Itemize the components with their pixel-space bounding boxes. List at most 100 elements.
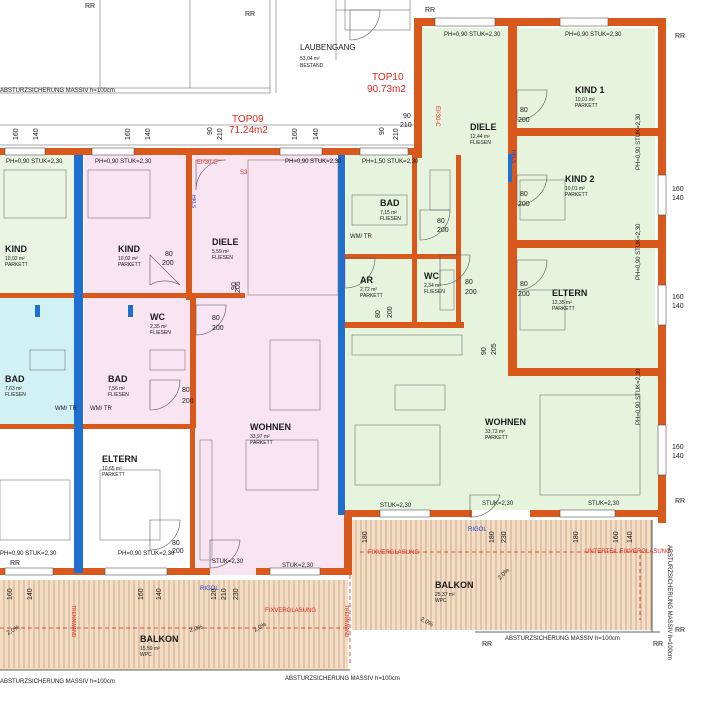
- room-floor: PARKETT: [360, 293, 383, 299]
- windows-top: [4, 17, 667, 576]
- room-area: 25,37 m²: [435, 592, 455, 598]
- fixverglasung-label: FIXVERGLASUNG: [265, 608, 316, 614]
- room-name: BAD: [5, 374, 25, 384]
- room-area: 10,01 m²: [575, 97, 595, 103]
- door-swing: [516, 89, 548, 121]
- dimension-value: 160: [672, 186, 684, 193]
- door-swing: [149, 379, 181, 411]
- dimension-value: 90: [481, 347, 488, 355]
- laubengang-name: LAUBENGANG: [300, 43, 356, 52]
- door-swing: [439, 254, 471, 286]
- door-swing: [195, 159, 227, 191]
- dimension-value: 230: [233, 588, 240, 600]
- room-floor: WPC: [140, 652, 152, 658]
- room-floor: FLIESEN: [5, 392, 26, 398]
- dimension-value: 210: [217, 128, 224, 140]
- dimension-value: 140: [672, 195, 684, 202]
- dimension-value: 210: [221, 588, 228, 600]
- door-swing: [344, 257, 376, 289]
- room-area: 12,35 m²: [552, 300, 572, 306]
- rr-label: RR: [653, 641, 663, 648]
- unit-area-top09: 71.24m2: [229, 125, 268, 136]
- rr-label: RR: [425, 7, 435, 14]
- structural-columns: [35, 154, 512, 573]
- dimension-value: 200: [182, 398, 194, 405]
- room-name: KIND 2: [565, 174, 595, 184]
- ph-stuk: PH=0,90 STUK=2,30: [285, 159, 342, 165]
- room-area: 5,59 m²: [212, 249, 229, 255]
- stuk: STUK=2,30: [282, 563, 314, 569]
- dimension-value: 90: [403, 113, 411, 120]
- room-area: 10,02 m²: [118, 256, 138, 262]
- hkls-label: HKLS: [190, 195, 196, 209]
- room-floor: FLIESEN: [424, 289, 445, 295]
- dimension-value: 80: [375, 310, 382, 318]
- room-area: 2,35 m²: [150, 324, 167, 330]
- hkls-label: HKLS: [510, 150, 516, 164]
- dimension-value: 200: [465, 289, 477, 296]
- dimension-value: 120: [211, 588, 218, 600]
- room-name: BAD: [108, 374, 128, 384]
- dimension-value: 200: [212, 325, 224, 332]
- dimension-value: 140: [672, 303, 684, 310]
- door-swing: [516, 259, 548, 291]
- dimension-value: 80: [465, 279, 473, 286]
- dimension-value: 140: [156, 588, 163, 600]
- fixverglasung-label: FIXVERGLASUNG: [368, 550, 419, 556]
- dimension-value: 180: [573, 531, 580, 543]
- trennwand-label: TRENNWAND: [343, 605, 349, 638]
- dimension-value: 160: [7, 588, 14, 600]
- unit-code-top10: TOP10: [372, 72, 404, 83]
- dimension-value: 210: [400, 122, 412, 129]
- room-name: AR: [360, 275, 373, 285]
- dimension-value: 160: [125, 128, 132, 140]
- room-floor: PARKETT: [575, 103, 598, 109]
- room-area: 2,34 m²: [424, 283, 441, 289]
- dimension-value: 200: [162, 260, 174, 267]
- room-area: 7,15 m²: [380, 210, 397, 216]
- room-area: 7,56 m²: [108, 386, 125, 392]
- dimension-value: 80: [182, 387, 190, 394]
- absturz-right: ABSTURZSICHERUNG MASSIV h=100cm: [505, 636, 620, 642]
- unit-area-top10: 90.73m2: [367, 84, 406, 95]
- room-name: WOHNEN: [250, 422, 291, 432]
- rr-label: RR: [675, 33, 685, 40]
- dimension-value: 160: [292, 128, 299, 140]
- dimension-value: 200: [518, 117, 530, 124]
- room-name: KIND 1: [575, 85, 605, 95]
- dimension-value: 90: [379, 127, 386, 135]
- dimension-value: 205: [491, 343, 498, 355]
- dimension-value: 200: [387, 306, 394, 318]
- room-area: 7,63 m²: [5, 386, 22, 392]
- laubengang-note: BESTAND: [300, 63, 324, 69]
- room-floor: FLIESEN: [212, 255, 233, 261]
- door-swing: [149, 254, 181, 286]
- room-name: KIND: [5, 244, 27, 254]
- dimension-value: 80: [437, 218, 445, 225]
- room-area: 2,72 m²: [360, 287, 377, 293]
- dimension-value: 140: [672, 453, 684, 460]
- dimension-value: 80: [520, 107, 528, 114]
- ei30c-label: EI²30-C: [197, 160, 218, 166]
- room-floor: PARKETT: [565, 192, 588, 198]
- dimension-value: 160: [138, 588, 145, 600]
- room-area: 10,02 m²: [5, 256, 25, 262]
- rr-label: RR: [10, 560, 20, 567]
- dimension-value: 140: [145, 128, 152, 140]
- door-swing: [469, 494, 501, 518]
- dimension-value: 140: [313, 128, 320, 140]
- room-floor: PARKETT: [5, 262, 28, 268]
- slope-label: 2,0%: [189, 624, 204, 634]
- ph-stuk: PH=0,90 STUK=2,30: [95, 159, 152, 165]
- ph-stuk: PH=0,90 STUK=2,30: [636, 368, 642, 425]
- dimension-value: 180: [362, 531, 369, 543]
- room-floor: PARKETT: [250, 440, 273, 446]
- absturz-right-vertical: ABSTURZSICHERUNG MASSIV h=100cm: [666, 545, 672, 660]
- door-swings: [149, 9, 548, 569]
- absturz-top: ABSTURZSICHERUNG MASSIV h=100cm: [0, 88, 115, 94]
- unterteil-label: UNTERTEIL FIXVERGLASUNG: [585, 549, 671, 555]
- dimension-value: 200: [172, 548, 184, 555]
- stuk: STUK=2,30: [482, 501, 514, 507]
- room-name: WC: [424, 271, 439, 281]
